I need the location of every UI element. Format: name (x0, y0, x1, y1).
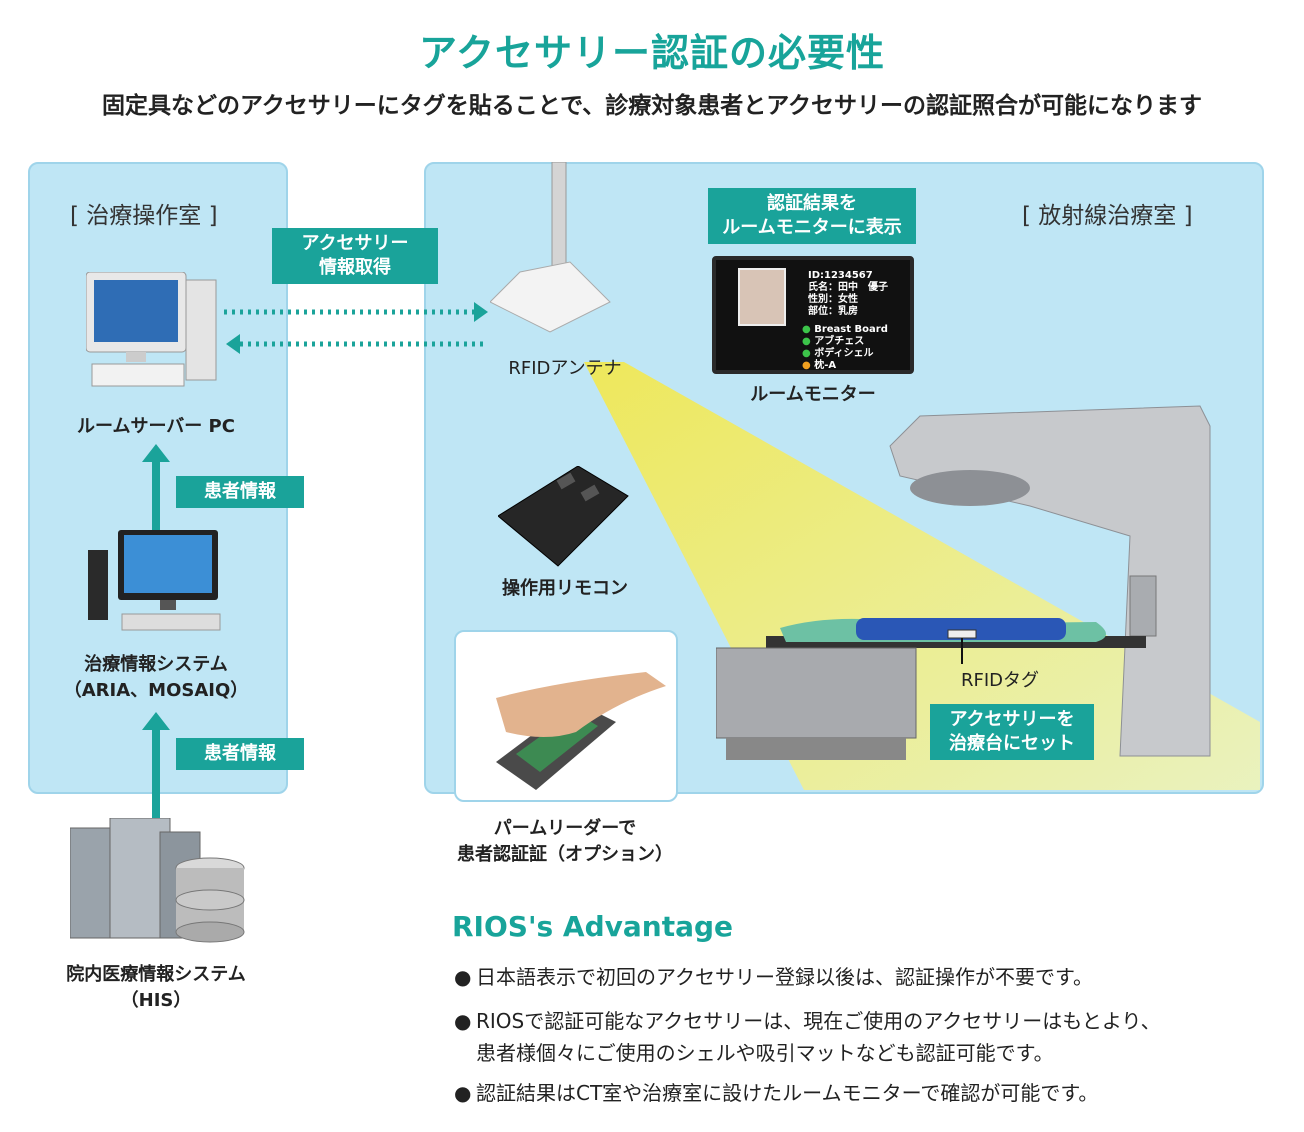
treatment-couch (716, 618, 1146, 760)
palm-reader-icon (496, 672, 666, 790)
palm-reader-label: パームリーダーで 患者認証証（オプション） (457, 818, 673, 865)
treatment-room-label: [ 放射線治療室 ] (1022, 203, 1193, 229)
advantage-bullet-continuation: 患者様個々にご使用のシェルや吸引マットなども認証可能です。 (476, 1041, 1054, 1065)
page-title: アクセサリー認証の必要性 (418, 31, 886, 75)
monitor-badge: 認証結果を ルームモニターに表示 (708, 188, 916, 244)
advantage-bullet: ●日本語表示で初回のアクセサリー登録以後は、認証操作が不要です。 (454, 965, 1093, 989)
his-server-icon (70, 818, 245, 943)
linac-gantry (889, 405, 1211, 757)
accessory-item: ● アブチェス (802, 336, 865, 347)
room-monitor-label: ルームモニター (750, 384, 876, 405)
accessory-item: ● ボディシェル (802, 348, 874, 359)
data-flow-arrows (224, 302, 488, 354)
patient-info-arrow-lower (142, 712, 170, 822)
remote-label: 操作用リモコン (502, 578, 628, 599)
advantage-bullet: ●認証結果はCT室や治療室に設けたルームモニターで確認が可能です。 (454, 1081, 1099, 1105)
rfid-tag-label: RFIDタグ (960, 670, 1040, 691)
monitor-accessory-list: ● Breast Board ● アブチェス ● ボディシェル ● 枕-A (802, 324, 888, 372)
patient-info-badge-upper: 患者情報 (176, 476, 304, 508)
monitor-patient-info: ID:1234567 氏名：田中 優子 性別：女性 部位：乳房 (808, 270, 888, 317)
link-badge: アクセサリー 情報取得 (272, 228, 438, 284)
room-server-label: ルームサーバー PC (77, 416, 235, 437)
patient-photo (738, 268, 786, 326)
control-room-label: [ 治療操作室 ] (70, 203, 218, 229)
room-server-pc-icon (86, 272, 217, 387)
advantage-bullet: ●RIOSで認証可能なアクセサリーは、現在ご使用のアクセサリーはもとより、 (454, 1009, 1161, 1033)
palm-reader-box (454, 630, 678, 802)
room-monitor: ID:1234567 氏名：田中 優子 性別：女性 部位：乳房 ● Breast… (712, 256, 914, 374)
remote-control-icon (498, 466, 629, 567)
accessory-item: ● 枕-A (802, 360, 837, 371)
page-subtitle: 固定具などのアクセサリーにタグを貼ることで、診療対象患者とアクセサリーの認証照合… (101, 93, 1203, 119)
rfid-antenna-icon (490, 162, 611, 333)
set-accessory-badge: アクセサリーを 治療台にセット (930, 704, 1094, 760)
accessory-item: ● Breast Board (802, 324, 888, 335)
advantage-title: RIOS's Advantage (452, 910, 734, 943)
patient-info-arrow-upper (142, 444, 170, 534)
treatment-system-label: 治療情報システム （ARIA、MOSAIQ） (63, 654, 249, 701)
rfid-antenna-label: RFIDアンテナ (508, 358, 622, 379)
patient-info-badge-lower: 患者情報 (176, 738, 304, 770)
treatment-system-pc-icon (88, 530, 221, 631)
his-label: 院内医療情報システム （HIS） (66, 964, 246, 1011)
